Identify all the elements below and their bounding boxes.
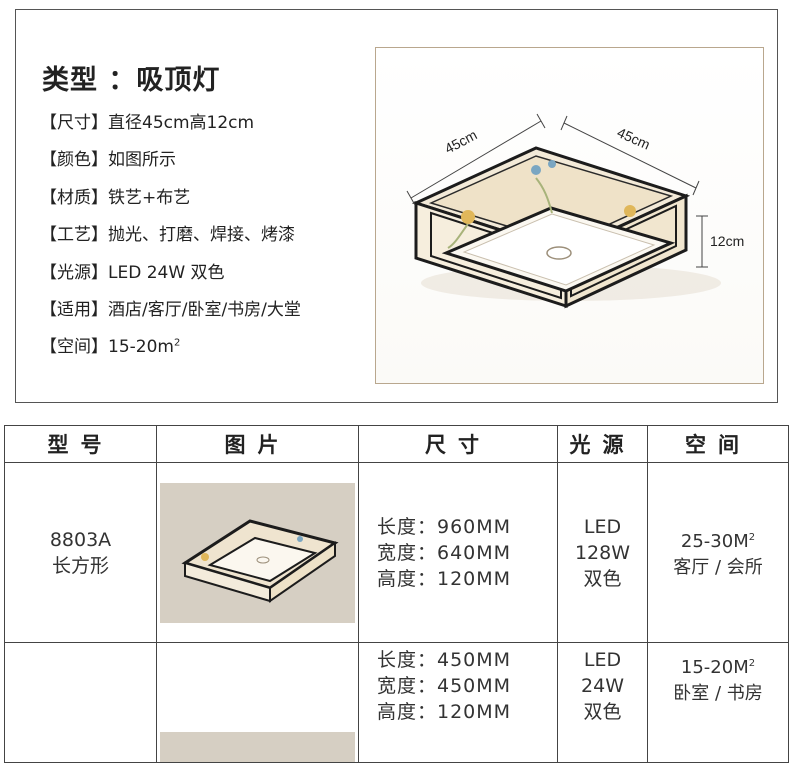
table-row: 8803A 长方形 长度：960MM 宽度：640MM 高度：120 xyxy=(4,462,789,643)
product-photo-frame: 45cm 45cm 12cm xyxy=(375,47,764,384)
light-color: 双色 xyxy=(583,701,622,723)
model-table: 型号 图片 尺寸 光源 空间 8803A 长方形 xyxy=(4,425,789,763)
header-model: 型号 xyxy=(4,425,157,463)
spec-row-application: 【适用】酒店/客厅/卧室/书房/大堂 xyxy=(40,295,301,320)
spec-label: 【光源】 xyxy=(40,263,108,283)
spec-value: 如图所示 xyxy=(108,150,176,170)
spec-value: LED 24W 双色 xyxy=(108,263,225,283)
spec-row-light-source: 【光源】LED 24W 双色 xyxy=(40,258,225,283)
spec-value: 铁艺+布艺 xyxy=(108,188,191,208)
dim-length: 长度：450MM xyxy=(377,649,512,671)
header-image: 图片 xyxy=(156,425,359,463)
spec-row-material: 【材质】铁艺+布艺 xyxy=(40,183,190,208)
light-color: 双色 xyxy=(583,567,622,590)
space-rooms: 卧室 / 书房 xyxy=(673,683,763,704)
header-space: 空间 xyxy=(647,425,789,463)
spec-label: 【适用】 xyxy=(40,300,108,320)
spec-label: 【尺寸】 xyxy=(40,113,108,133)
product-thumbnail xyxy=(160,482,355,623)
width-label: 45cm xyxy=(442,126,480,156)
spec-value: 抛光、打磨、焊接、烤漆 xyxy=(108,225,295,245)
height-label: 12cm xyxy=(710,233,744,249)
product-thumbnail xyxy=(160,732,355,762)
model-number: 8803A xyxy=(49,528,112,551)
dim-height: 高度：120MM xyxy=(377,701,512,723)
product-type-title: 类型 ：吸顶灯 xyxy=(42,65,221,96)
ceiling-lamp-image: 45cm 45cm 12cm xyxy=(406,113,744,309)
header-light: 光源 xyxy=(557,425,648,463)
flower-deco xyxy=(548,160,556,168)
space-area: 25-30M2 xyxy=(680,530,756,552)
light-type: LED xyxy=(583,515,622,538)
spec-row-color: 【颜色】如图所示 xyxy=(40,145,176,170)
spec-row-craft: 【工艺】抛光、打磨、焊接、烤漆 xyxy=(40,220,295,245)
spec-value-sup: 2 xyxy=(173,337,181,349)
table-row: 长度：450MM 宽度：450MM 高度：120MM LED 24W 双色 15… xyxy=(4,642,789,763)
spec-label: 【材质】 xyxy=(40,188,108,208)
spec-value: 直径45cm高12cm xyxy=(108,113,255,133)
spec-label: 【空间】 xyxy=(40,337,108,357)
spec-value: 15-20m xyxy=(108,337,174,357)
light-type: LED xyxy=(583,649,622,671)
spec-row-space: 【空间】15-20m2 xyxy=(40,332,180,357)
flower-deco xyxy=(624,205,636,217)
flower-deco xyxy=(461,210,475,224)
model-shape: 长方形 xyxy=(51,554,109,577)
space-area: 15-20M2 xyxy=(680,657,756,678)
table-header-row: 型号 图片 尺寸 光源 空间 xyxy=(4,425,789,463)
light-power: 128W xyxy=(574,541,631,564)
dim-width: 宽度：640MM xyxy=(377,541,512,564)
spec-label: 【颜色】 xyxy=(40,150,108,170)
dim-width: 宽度：450MM xyxy=(377,675,512,697)
spec-label: 【工艺】 xyxy=(40,225,108,245)
spec-panel xyxy=(15,9,778,403)
spec-row-size: 【尺寸】直径45cm高12cm xyxy=(40,108,254,133)
depth-label: 45cm xyxy=(615,124,653,153)
space-rooms: 客厅 / 会所 xyxy=(673,556,763,578)
spec-value: 酒店/客厅/卧室/书房/大堂 xyxy=(108,300,301,320)
header-size: 尺寸 xyxy=(358,425,558,463)
light-power: 24W xyxy=(581,675,624,697)
flower-deco xyxy=(531,165,541,175)
dim-height: 高度：120MM xyxy=(377,567,512,590)
dim-length: 长度：960MM xyxy=(377,515,512,538)
